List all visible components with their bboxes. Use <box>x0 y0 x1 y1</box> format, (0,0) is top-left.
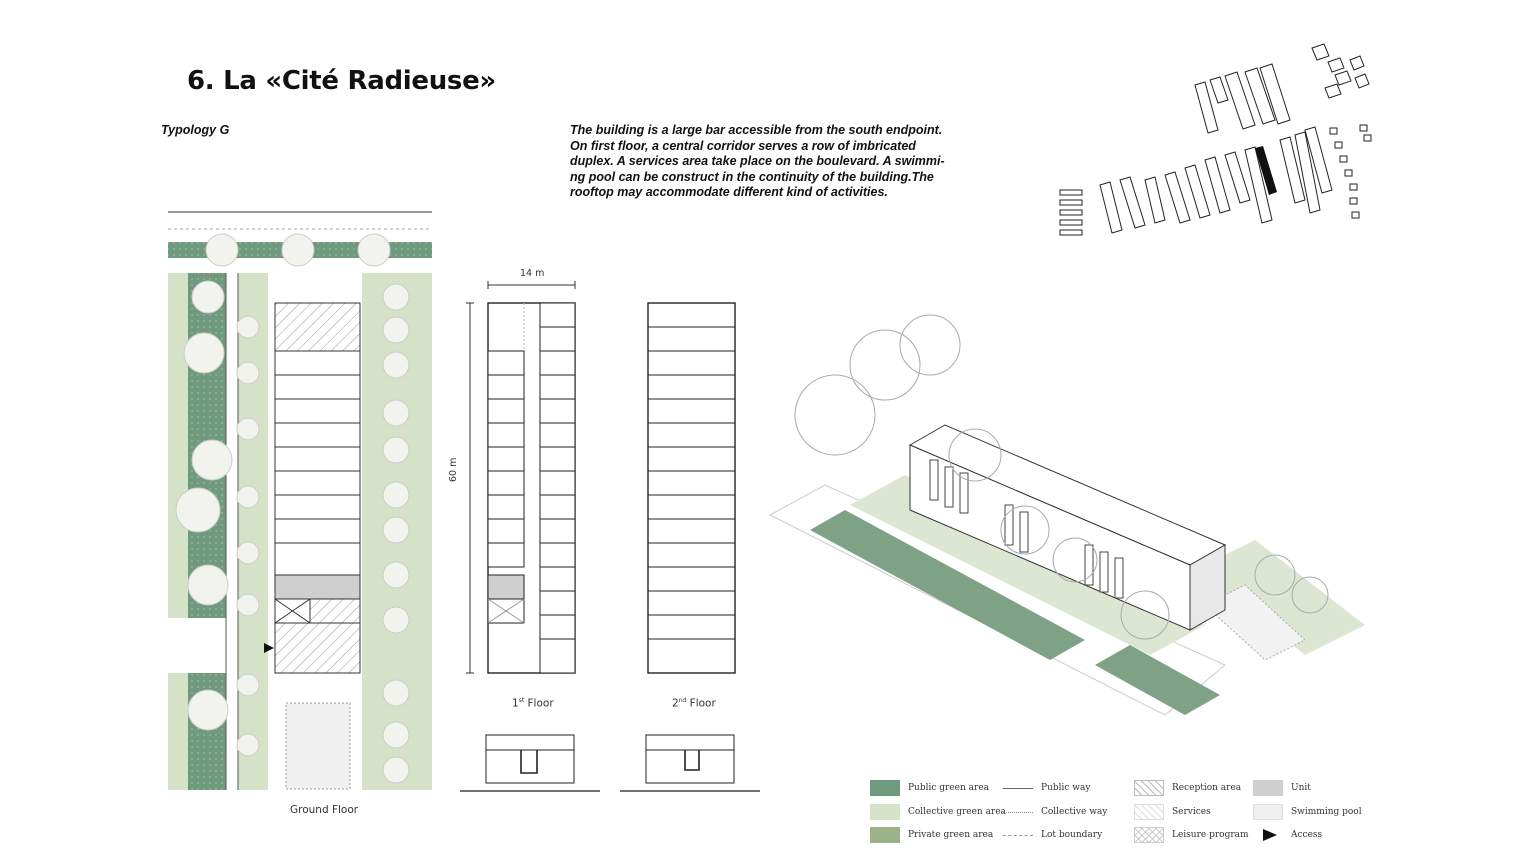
first-floor-plan <box>460 281 600 792</box>
access-arrow-icon <box>1263 829 1277 841</box>
legend-swimming-pool: Swimming pool <box>1253 804 1362 820</box>
first-floor-label: 1st Floor <box>512 697 554 710</box>
ground-floor-label: Ground Floor <box>290 804 359 816</box>
legend-services: Services <box>1134 804 1211 820</box>
second-floor-plan <box>620 302 760 792</box>
typology-label: Typology G <box>161 123 230 137</box>
axonometric-view <box>768 314 1365 716</box>
description-text: The building is a large bar accessible f… <box>570 123 945 199</box>
legend-lot-boundary: Lot boundary <box>1003 827 1102 843</box>
legend-unit: Unit <box>1253 780 1311 796</box>
legend-access: Access <box>1253 827 1322 843</box>
second-floor-label: 2nd Floor <box>672 697 716 710</box>
legend-collective-green: Collective green area <box>870 804 1006 820</box>
legend-private-green: Private green area <box>870 827 993 843</box>
legend-leisure-program: Leisure program <box>1134 827 1249 843</box>
legend-public-way: Public way <box>1003 780 1090 796</box>
site-key-map <box>1059 43 1372 236</box>
legend-reception-area: Reception area <box>1134 780 1241 796</box>
ground-floor-plan <box>168 211 432 790</box>
page-title: 6. La «Cité Radieuse» <box>187 66 496 96</box>
legend-collective-way: Collective way <box>1003 804 1107 820</box>
height-dimension: 60 m <box>448 457 459 482</box>
legend-public-green: Public green area <box>870 780 989 796</box>
width-dimension: 14 m <box>520 268 545 279</box>
